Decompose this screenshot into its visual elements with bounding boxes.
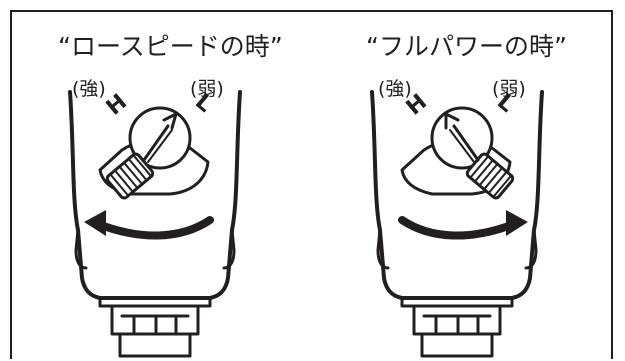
l-mark: L (190, 89, 217, 117)
h-mark: H (102, 90, 132, 121)
strong-label: (強) (72, 78, 106, 100)
valve-body-outline (370, 90, 544, 300)
curved-arrow-icon (398, 216, 518, 240)
l-mark: L (492, 89, 519, 117)
h-mark: H (402, 90, 432, 121)
figure-frame (10, 10, 613, 359)
panel-title: “フルパワーの時” (366, 32, 567, 61)
valve-diagram-full-power: H L (370, 89, 544, 358)
valve-body-outline (68, 90, 242, 300)
strong-label: (強) (378, 78, 412, 100)
panel-title: “ロースピードの時” (58, 32, 283, 61)
weak-label: (弱) (492, 78, 526, 100)
valve-diagram-low-speed: H L (68, 89, 242, 358)
weak-label: (弱) (190, 78, 224, 100)
curved-arrow-icon (94, 216, 214, 240)
arrowhead-icon (84, 210, 106, 236)
arrowhead-icon (506, 210, 528, 236)
